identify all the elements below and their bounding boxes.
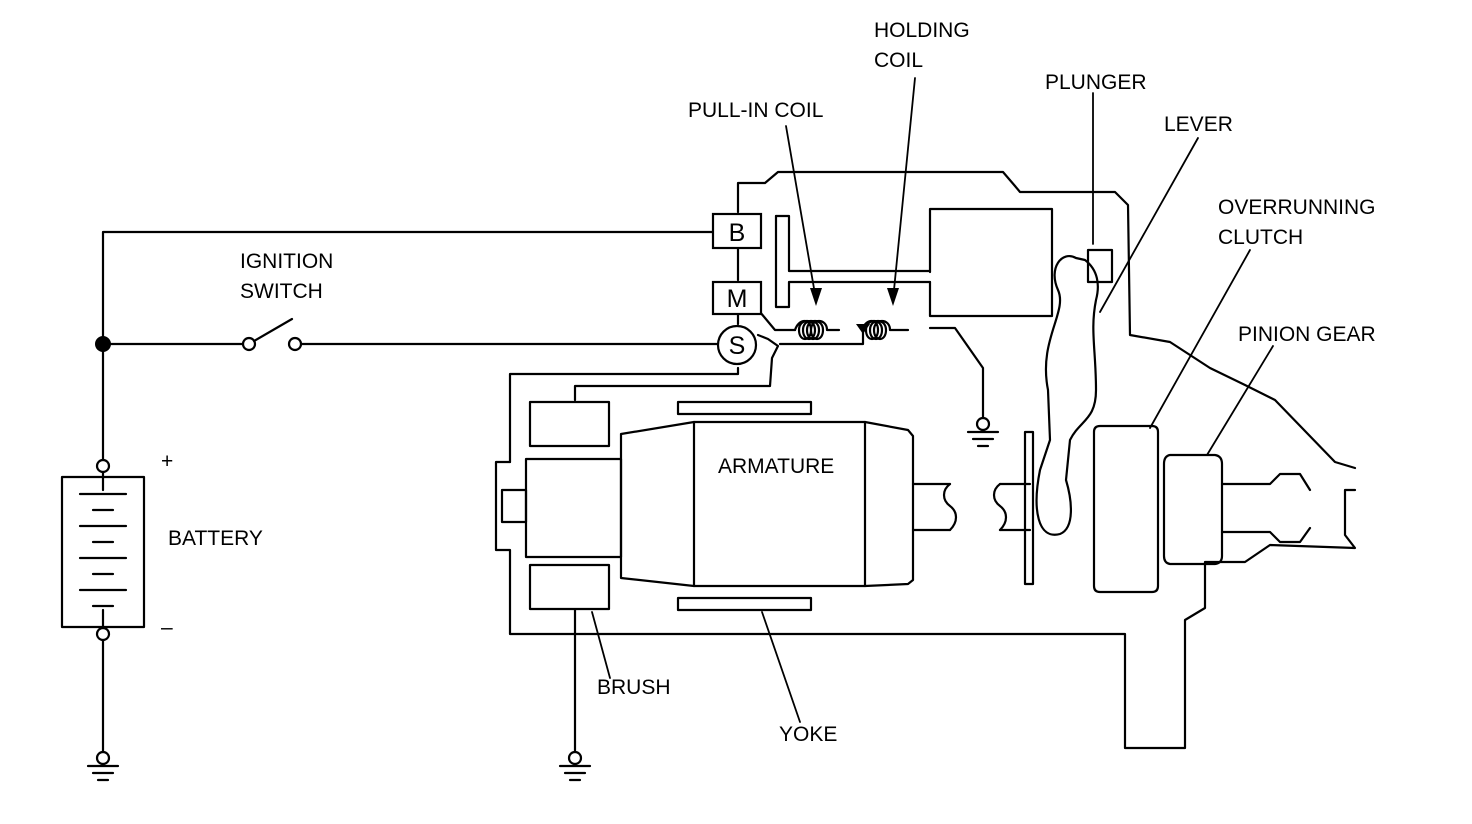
clutch-plate: [1023, 430, 1035, 586]
brush-top: [528, 400, 611, 448]
label-ignition-switch: SWITCH: [240, 280, 323, 303]
label-minus: –: [161, 616, 173, 639]
pinion-gear-body: [1162, 453, 1224, 566]
label-pull-in-coil: PULL-IN COIL: [688, 99, 823, 122]
ground-icon-battery: [86, 750, 120, 782]
label-holding-coil: HOLDING: [874, 19, 970, 42]
label-brush: BRUSH: [597, 676, 671, 699]
overrunning-clutch-body: [1092, 424, 1160, 594]
label-lever: LEVER: [1164, 113, 1233, 136]
ground-icon-holding-coil: [928, 326, 1000, 448]
lever-body: [1035, 255, 1099, 536]
solenoid: [508, 170, 1357, 470]
leader-lines: [591, 77, 1274, 723]
svg-text:M: M: [727, 285, 748, 313]
motor-housing: [494, 400, 1357, 750]
label-ignition: IGNITION: [240, 250, 333, 273]
label-plunger: PLUNGER: [1045, 71, 1147, 94]
battery-symbol: [60, 458, 146, 642]
ignition-switch[interactable]: [241, 317, 303, 352]
label-armature: ARMATURE: [718, 455, 834, 478]
svg-text:S: S: [729, 332, 746, 360]
yoke-top: [676, 400, 813, 416]
brush-bottom: [528, 563, 611, 611]
battery-wiring: [95, 230, 720, 754]
terminal-m: M: [711, 280, 763, 316]
svg-text:B: B: [729, 219, 746, 247]
label-overrunning-clutch: CLUTCH: [1218, 226, 1303, 249]
label-pinion-gear: PINION GEAR: [1238, 323, 1376, 346]
ground-icon-brush: [558, 608, 592, 782]
label-yoke: YOKE: [779, 723, 837, 746]
yoke-bottom: [676, 596, 813, 612]
label-overrunning: OVERRUNNING: [1218, 196, 1376, 219]
terminal-s: S: [716, 324, 758, 366]
label-battery: BATTERY: [168, 527, 263, 550]
junction-dot: [95, 336, 111, 352]
drive-assembly: [1023, 248, 1312, 594]
plunger-body: [1086, 248, 1114, 284]
label-holding-coil-2: COIL: [874, 49, 923, 72]
label-plus: +: [161, 450, 173, 473]
terminal-b: B: [711, 212, 763, 250]
